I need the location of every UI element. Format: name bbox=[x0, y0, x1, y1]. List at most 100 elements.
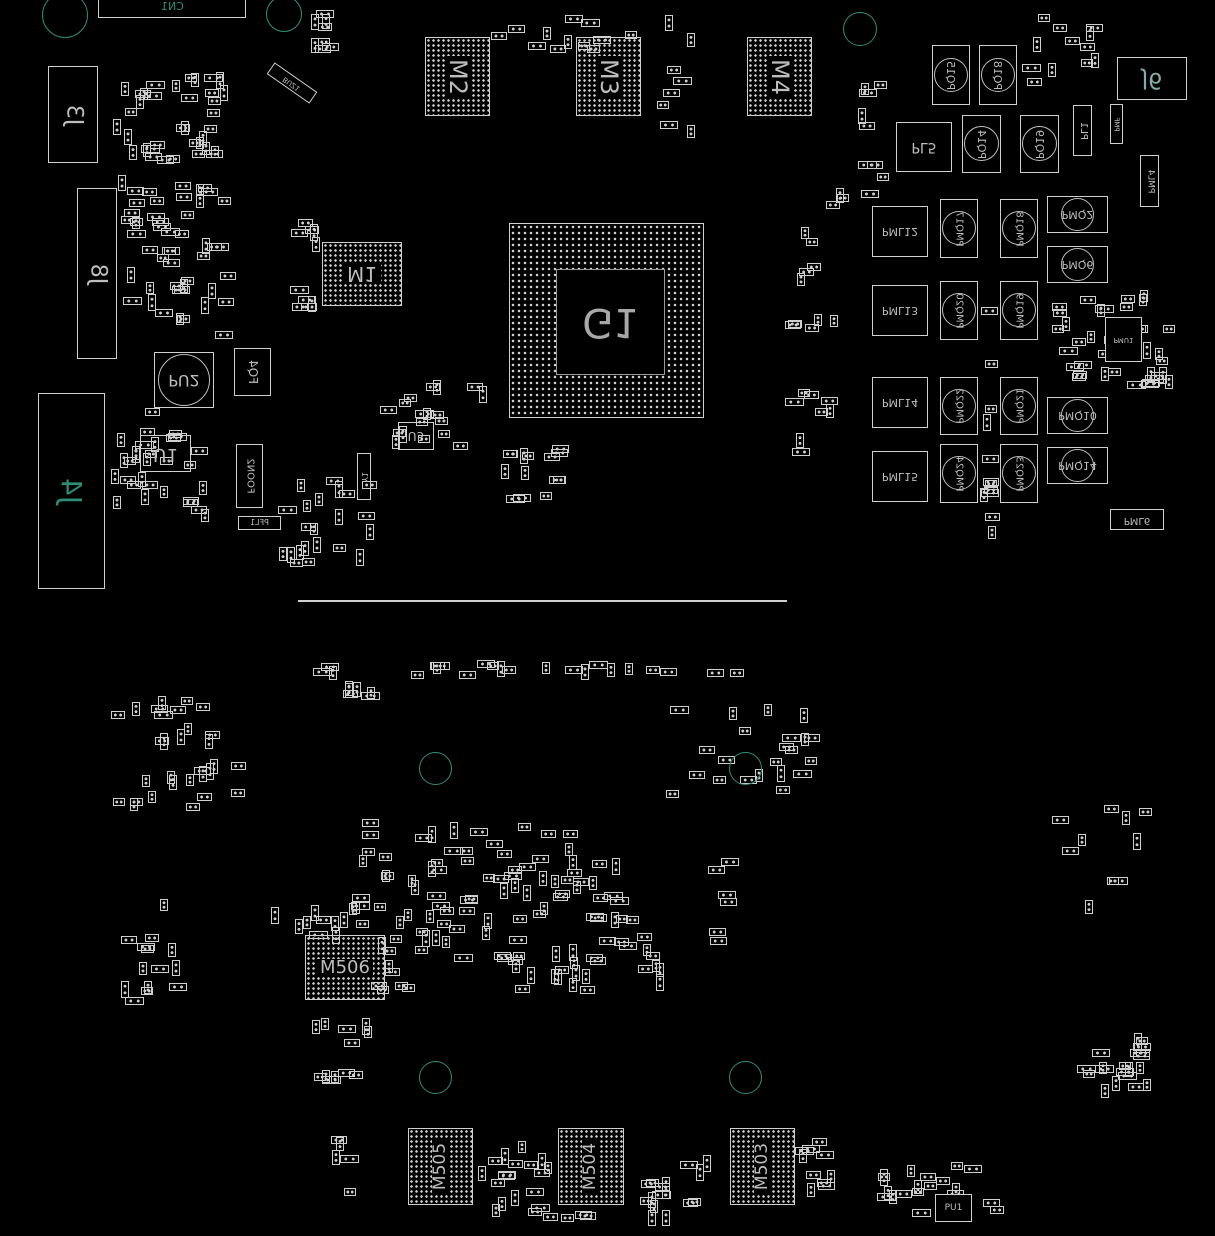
connector-j6[interactable]: J6 bbox=[1117, 57, 1187, 100]
smd-pad bbox=[204, 74, 224, 83]
connector-j8[interactable]: J8 bbox=[77, 188, 117, 359]
inductor-pml6[interactable]: PML6 bbox=[1110, 509, 1164, 530]
inductor-pl5[interactable]: PL5 bbox=[896, 122, 952, 172]
smd-pad bbox=[153, 710, 173, 719]
mounting-hole bbox=[729, 752, 762, 785]
mosfet-pmq24[interactable]: PMQ24 bbox=[940, 444, 978, 503]
smd-pad bbox=[517, 822, 531, 831]
smd-pad bbox=[138, 471, 147, 487]
smd-pad bbox=[113, 797, 125, 806]
connector-j4[interactable]: J4 bbox=[38, 393, 105, 589]
mosfet-pmq14[interactable]: PMQ14 bbox=[1047, 447, 1108, 484]
smd-pad bbox=[183, 499, 199, 508]
smd-pad bbox=[581, 663, 590, 680]
smd-pad bbox=[415, 946, 429, 955]
gpu-g1[interactable]: G1 bbox=[509, 223, 704, 418]
smd-pad bbox=[1108, 876, 1128, 885]
smd-pad bbox=[568, 855, 577, 871]
inductor-pl1[interactable]: PL1 bbox=[1073, 105, 1092, 156]
component-pu2[interactable]: PU2 bbox=[154, 352, 214, 408]
chip-u5[interactable]: U5 bbox=[398, 422, 434, 450]
component-pq15[interactable]: PQ15 bbox=[932, 45, 970, 105]
smd-pad bbox=[339, 1155, 359, 1164]
component-foon2[interactable]: FOON2 bbox=[236, 444, 263, 508]
inductor-pml12[interactable]: PML12 bbox=[872, 206, 928, 257]
smd-pad bbox=[162, 247, 181, 256]
smd-pad bbox=[380, 872, 394, 880]
mosfet-pmq17[interactable]: PMQ17 bbox=[940, 199, 978, 258]
smd-pad bbox=[661, 1209, 670, 1226]
memory-m3[interactable]: M3 bbox=[576, 37, 641, 116]
smd-pad bbox=[159, 457, 173, 466]
controller-pmu1[interactable]: PMU1 bbox=[1105, 317, 1142, 362]
smd-pad bbox=[550, 968, 559, 984]
smd-pad bbox=[113, 119, 122, 136]
smd-pad bbox=[1163, 325, 1176, 334]
inductor-pml14[interactable]: PML14 bbox=[872, 377, 928, 428]
crystal-y1[interactable]: Y1 bbox=[357, 453, 371, 500]
mosfet-pmq6[interactable]: PMQ6 bbox=[1047, 246, 1108, 283]
component-pu1[interactable]: PU1 bbox=[935, 1194, 972, 1222]
mosfet-pmq18[interactable]: PMQ18 bbox=[1000, 199, 1038, 258]
smd-pad bbox=[207, 108, 221, 117]
smd-pad bbox=[119, 453, 128, 469]
connector-j3[interactable]: J3 bbox=[48, 66, 98, 163]
inductor-pml15[interactable]: PML15 bbox=[872, 451, 928, 502]
smd-pad bbox=[581, 968, 590, 984]
smd-pad bbox=[430, 858, 443, 867]
mosfet-pmq22[interactable]: PMQ22 bbox=[940, 377, 978, 435]
component-pmf[interactable]: PMF bbox=[1110, 104, 1123, 144]
memory-m4[interactable]: M4 bbox=[747, 37, 812, 116]
smd-pad bbox=[326, 477, 344, 486]
smd-pad bbox=[147, 294, 156, 312]
smd-pad bbox=[793, 769, 813, 778]
component-fq4[interactable]: FQ4 bbox=[234, 348, 271, 396]
component-u1[interactable]: U1 bbox=[140, 435, 191, 472]
smd-pad bbox=[792, 447, 811, 456]
component-pq14[interactable]: PQ14 bbox=[962, 115, 1001, 173]
connector-cn1[interactable]: CN1 bbox=[98, 0, 246, 18]
mosfet-pmq23[interactable]: PMQ23 bbox=[1000, 444, 1038, 503]
mosfet-pmq20[interactable]: PMQ20 bbox=[940, 281, 978, 340]
smd-pad bbox=[120, 980, 129, 998]
smd-pad bbox=[148, 790, 157, 803]
component-pfl1[interactable]: PFL1 bbox=[238, 516, 281, 530]
smd-pad bbox=[573, 881, 582, 895]
mosfet-pmq2[interactable]: PMQ2 bbox=[1047, 196, 1108, 233]
smd-pad bbox=[230, 788, 245, 797]
smd-pad bbox=[672, 77, 692, 86]
memory-m505[interactable]: M505 bbox=[408, 1128, 473, 1205]
inductor-pml4[interactable]: PML4 bbox=[1140, 155, 1159, 207]
smd-pad bbox=[151, 964, 170, 973]
memory-m2[interactable]: M2 bbox=[425, 37, 490, 116]
smd-pad bbox=[127, 481, 142, 490]
smd-pad bbox=[1095, 1064, 1115, 1073]
smd-pad bbox=[539, 492, 552, 501]
component-pq18[interactable]: PQ18 bbox=[979, 45, 1017, 105]
smd-pad bbox=[494, 951, 512, 960]
memory-m504[interactable]: M504 bbox=[558, 1128, 624, 1205]
component-outline-circle bbox=[933, 57, 968, 92]
smd-pad bbox=[511, 1190, 520, 1207]
smd-pad bbox=[523, 885, 532, 902]
memory-m506[interactable]: M506 bbox=[305, 935, 385, 1000]
inductor-pml13[interactable]: PML13 bbox=[872, 285, 928, 336]
smd-pad bbox=[423, 408, 432, 421]
chip-m1[interactable]: M1 bbox=[322, 242, 402, 306]
smd-pad bbox=[1143, 341, 1152, 359]
smd-pad bbox=[146, 282, 155, 295]
smd-pad bbox=[415, 834, 433, 843]
mosfet-pmq19[interactable]: PMQ19 bbox=[1000, 281, 1038, 340]
component-outline-circle bbox=[1021, 126, 1057, 161]
mosfet-pmq10[interactable]: PMQ10 bbox=[1047, 397, 1108, 434]
mosfet-pmq21[interactable]: PMQ21 bbox=[1000, 377, 1038, 435]
memory-m503[interactable]: M503 bbox=[730, 1128, 795, 1205]
smd-pad bbox=[525, 1187, 544, 1196]
smd-pad bbox=[292, 303, 309, 312]
smd-pad bbox=[1065, 37, 1081, 46]
smd-pad bbox=[1076, 1065, 1096, 1074]
component-pq19[interactable]: PQ19 bbox=[1020, 115, 1059, 173]
smd-pad bbox=[541, 662, 550, 675]
